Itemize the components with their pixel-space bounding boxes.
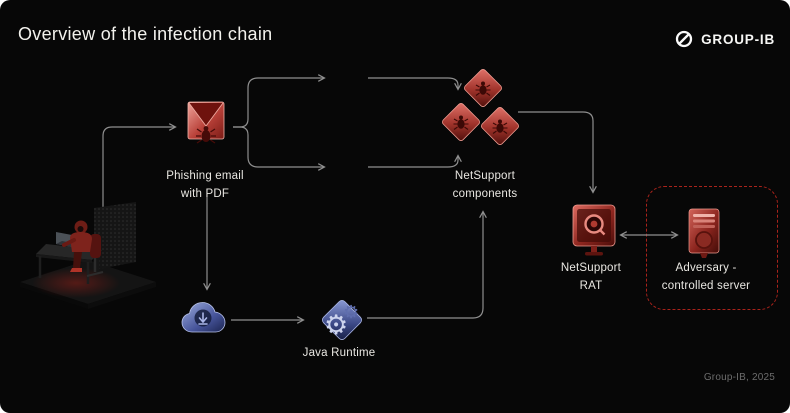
download-arrow-glyph (198, 312, 208, 325)
adversary-zone-boundary (646, 186, 778, 310)
diamond-bug-icon-top (464, 69, 502, 107)
cloud-download-icon (181, 302, 226, 333)
gears-diamond-icon: ⚙ ⚙ (322, 300, 362, 341)
group-ib-mark-icon (675, 30, 693, 48)
arrow-email-fork-upper (233, 74, 326, 128)
brand-logo: GROUP-IB (674, 29, 775, 49)
desk (36, 244, 102, 260)
netsupport-components-label: NetSupport components (452, 170, 518, 200)
grid-wall (94, 202, 136, 270)
server-icon (688, 208, 720, 258)
diamond-bug-icons (442, 69, 519, 145)
bug-glyph (196, 126, 216, 144)
page-title: Overview of the infection chain (18, 24, 273, 44)
footer-credit: Group-IB, 2025 (703, 372, 775, 383)
arrow-java-to-components (367, 210, 487, 319)
hooded-person-at-desk-illustration (20, 202, 156, 309)
phishing-email-label: Phishing email with PDF (166, 170, 244, 200)
gear-icon-small: ⚙ (343, 302, 359, 323)
java-runtime-label: Java Runtime (302, 347, 376, 359)
envelope-bug-icon (187, 101, 225, 144)
netsupport-rat-label: NetSupport RAT (560, 262, 622, 292)
monitor-rat-icon (572, 204, 616, 256)
arrow-email-fork-lower (233, 126, 326, 171)
server-dial (695, 231, 713, 249)
brand-name: GROUP-IB (701, 31, 775, 47)
gear-icon-large: ⚙ (324, 310, 348, 341)
diamond-bug-icon-left (442, 103, 480, 141)
adversary-server-label: Adversary - controlled server (661, 262, 751, 292)
chair (90, 234, 101, 258)
diamond-bug-icon-right (481, 107, 519, 145)
